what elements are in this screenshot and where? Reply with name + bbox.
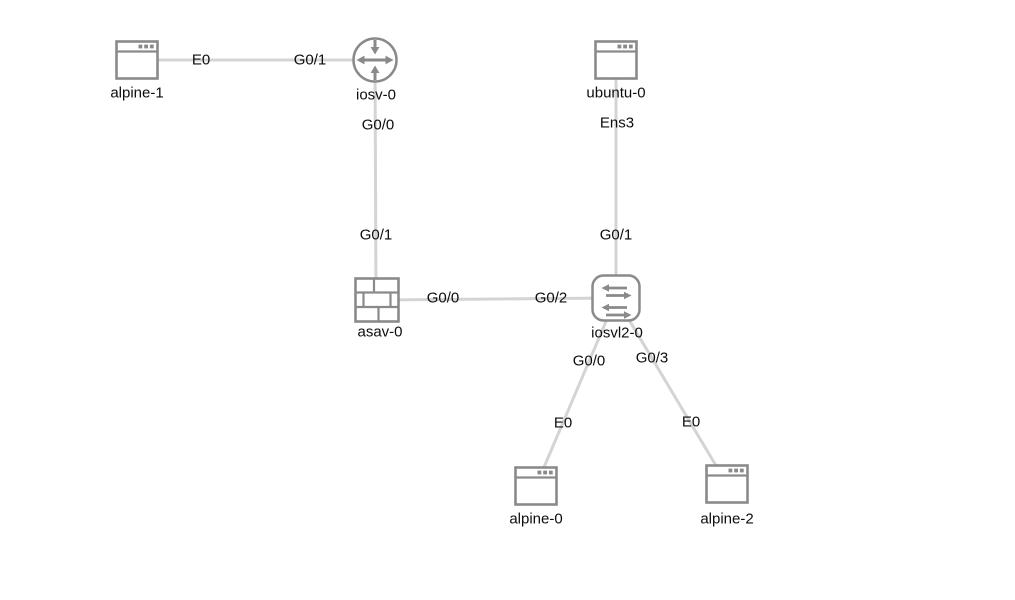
- node-alpine-1[interactable]: [115, 40, 159, 80]
- host-window-icon: [594, 40, 638, 80]
- node-label-alpine-2: alpine-2: [700, 510, 754, 528]
- iface-label-alpine-0-e0: E0: [553, 414, 573, 432]
- node-asav-0[interactable]: [354, 277, 400, 323]
- host-window-icon: [705, 464, 749, 504]
- node-alpine-2[interactable]: [705, 464, 749, 504]
- host-window-icon: [514, 466, 558, 506]
- link-iosv-0-asav-0[interactable]: [373, 59, 378, 301]
- iface-label-asav-0-g0-0: G0/0: [426, 289, 460, 307]
- node-alpine-0[interactable]: [514, 466, 558, 506]
- iface-label-alpine-2-e0: E0: [681, 413, 701, 431]
- node-label-alpine-0: alpine-0: [509, 510, 563, 528]
- node-label-ubuntu-0: ubuntu-0: [586, 84, 646, 102]
- firewall-icon: [354, 277, 400, 323]
- node-iosv-0[interactable]: [350, 35, 400, 85]
- host-window-icon: [115, 40, 159, 80]
- node-label-iosvl2-0: iosvl2-0: [591, 324, 643, 342]
- iface-label-iosvl2-0-g0-3: G0/3: [635, 349, 669, 367]
- node-iosvl2-0[interactable]: [591, 274, 641, 322]
- router-icon: [352, 37, 398, 83]
- iface-label-iosvl2-0-g0-0: G0/0: [572, 352, 606, 370]
- link-iosvl2-0-alpine-0[interactable]: [534, 297, 618, 487]
- iface-label-iosvl2-0-g0-1: G0/1: [599, 226, 633, 244]
- node-ubuntu-0[interactable]: [594, 40, 638, 80]
- node-label-alpine-1: alpine-1: [110, 84, 164, 102]
- node-label-iosv-0: iosv-0: [355, 86, 397, 104]
- iface-label-iosvl2-0-g0-2: G0/2: [534, 289, 568, 307]
- iface-label-ubuntu-0-ens3: Ens3: [599, 114, 635, 132]
- iface-label-alpine-1-e0: E0: [191, 51, 211, 69]
- iface-label-asav-0-g0-1: G0/1: [359, 226, 393, 244]
- node-label-asav-0: asav-0: [357, 323, 403, 341]
- iface-label-iosv-0-g0-0: G0/0: [361, 116, 395, 134]
- link-iosvl2-0-alpine-2[interactable]: [614, 297, 729, 485]
- link-asav-0-iosvl2-0[interactable]: [375, 296, 617, 302]
- iface-label-iosv-0-g0-1: G0/1: [293, 51, 327, 69]
- switch-icon: [591, 274, 641, 322]
